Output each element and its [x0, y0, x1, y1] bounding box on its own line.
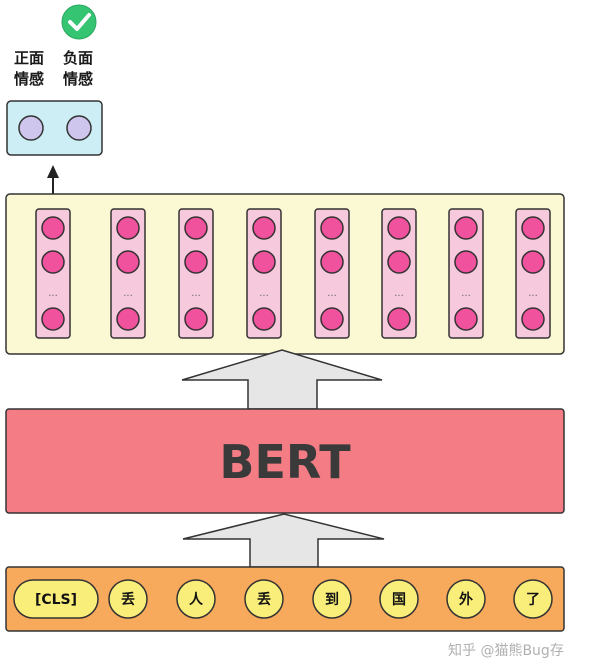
neuron-ellipsis: ...: [191, 288, 201, 299]
hidden-column: ...: [246, 208, 282, 339]
output-label-negative-line1: 负面: [63, 49, 93, 67]
neuron-node: [387, 307, 411, 331]
neuron-node: [320, 216, 344, 240]
output-label-positive-line2: 情感: [14, 70, 44, 88]
token-circle: [446, 579, 486, 619]
token-label: 了: [526, 592, 540, 608]
token: [CLS]: [13, 579, 99, 619]
neuron-ellipsis: ...: [528, 288, 538, 299]
neuron-ellipsis: ...: [327, 288, 337, 299]
token-label: 外: [459, 591, 473, 608]
token-label: 丢: [121, 591, 135, 608]
hidden-column: ...: [110, 208, 146, 339]
neuron-node: [320, 307, 344, 331]
token: 丢: [244, 579, 284, 619]
token: 国: [379, 579, 419, 619]
token: 到: [312, 579, 352, 619]
neuron-node: [454, 307, 478, 331]
token-label: [CLS]: [35, 592, 77, 608]
neuron-node: [387, 216, 411, 240]
output-label-negative-line2: 情感: [63, 70, 93, 88]
neuron-node: [184, 250, 208, 274]
neuron-ellipsis: ...: [461, 288, 471, 299]
neuron-ellipsis: ...: [48, 288, 58, 299]
check-icon: [61, 4, 97, 40]
token-circle: [379, 579, 419, 619]
neuron-node: [252, 250, 276, 274]
output-box: [6, 100, 103, 156]
hidden-column: ...: [314, 208, 350, 339]
upper-up-arrow: [181, 349, 383, 410]
token-label: 国: [392, 592, 406, 608]
neuron-node: [320, 250, 344, 274]
token-label: 丢: [257, 591, 271, 608]
output-node-negative: [66, 115, 92, 141]
neuron-ellipsis: ...: [259, 288, 269, 299]
token-label: 到: [325, 592, 339, 608]
token: 外: [446, 579, 486, 619]
token: 丢: [108, 579, 148, 619]
neuron-node: [184, 307, 208, 331]
token-circle: [244, 579, 284, 619]
hidden-column: ...: [381, 208, 417, 339]
hidden-column: ...: [35, 208, 71, 339]
neuron-node: [387, 250, 411, 274]
token-circle: [108, 579, 148, 619]
neuron-node: [454, 216, 478, 240]
neuron-node: [521, 307, 545, 331]
neuron-node: [521, 216, 545, 240]
token-label: 人: [189, 591, 204, 608]
neuron-node: [521, 250, 545, 274]
hidden-state-columns: ........................: [35, 208, 551, 339]
token-cls-pill: [13, 579, 99, 619]
neuron-node: [252, 216, 276, 240]
neuron-node: [116, 250, 140, 274]
neuron-node: [41, 307, 65, 331]
neuron-node: [116, 307, 140, 331]
neuron-node: [116, 216, 140, 240]
neuron-ellipsis: ...: [394, 288, 404, 299]
hidden-column: ...: [178, 208, 214, 339]
neuron-ellipsis: ...: [123, 288, 133, 299]
neuron-node: [41, 250, 65, 274]
token-circle: [513, 579, 553, 619]
lower-up-arrow: [182, 513, 385, 568]
neuron-node: [184, 216, 208, 240]
neuron-node: [41, 216, 65, 240]
input-bar: [5, 566, 565, 632]
token: 了: [513, 579, 553, 619]
neuron-node: [454, 250, 478, 274]
token-circle: [312, 579, 352, 619]
hidden-column: ...: [515, 208, 551, 339]
output-node-positive: [18, 115, 44, 141]
input-tokens: [CLS] 丢 人 丢 到 国 外 了: [13, 579, 553, 619]
watermark-text: 知乎 @猫熊Bug存: [448, 642, 564, 659]
token: 人: [176, 579, 216, 619]
hidden-column: ...: [448, 208, 484, 339]
neuron-node: [252, 307, 276, 331]
output-label-positive-line1: 正面: [14, 49, 44, 67]
bert-block: [5, 408, 565, 514]
bert-label: BERT: [219, 435, 351, 489]
token-circle: [176, 579, 216, 619]
